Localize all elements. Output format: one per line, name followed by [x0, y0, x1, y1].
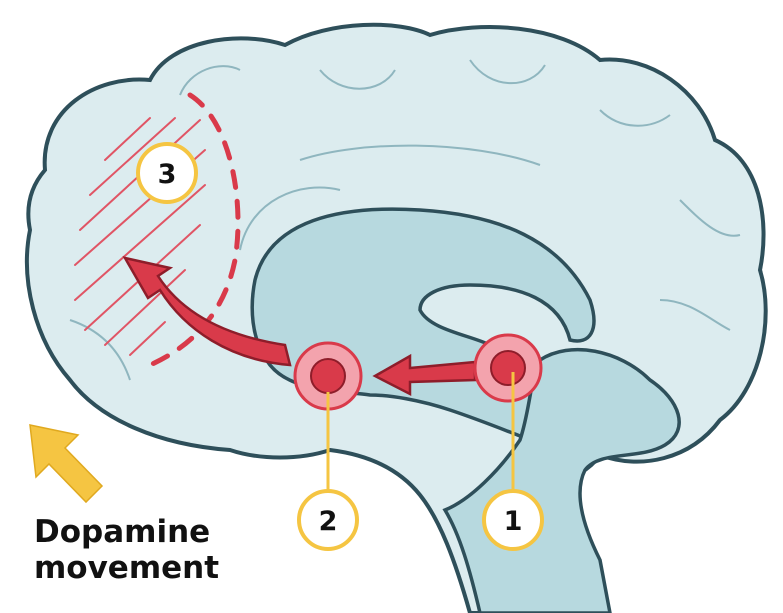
yellow-arrow-up-left-icon: [29, 424, 104, 504]
legend-label: Dopamine movement: [34, 514, 264, 586]
legend-line-1: Dopamine: [34, 514, 211, 550]
marker-3: 3: [136, 142, 198, 204]
marker-2: 2: [297, 489, 359, 551]
dopamine-site-2: [293, 341, 363, 411]
gyrus-line: [599, 109, 671, 127]
marker-1: 1: [482, 489, 544, 551]
marker-1-label: 1: [504, 506, 523, 537]
gyrus-line: [679, 199, 741, 237]
marker-2-label: 2: [319, 506, 338, 537]
dopamine-site-1: [473, 333, 543, 403]
gyrus-line: [239, 186, 341, 251]
dopamine-arrow-2-to-3: [122, 256, 292, 367]
gyrus-line: [299, 144, 541, 166]
gyrus-line: [319, 69, 396, 90]
legend-line-2: movement: [34, 550, 220, 586]
dopamine-arrow-1-to-2: [372, 353, 477, 397]
gyrus-line: [469, 59, 546, 85]
gyrus-line: [659, 299, 731, 331]
marker-3-label: 3: [158, 159, 177, 190]
frontal-target-boundary: [147, 92, 241, 368]
gyrus-line: [179, 65, 241, 96]
